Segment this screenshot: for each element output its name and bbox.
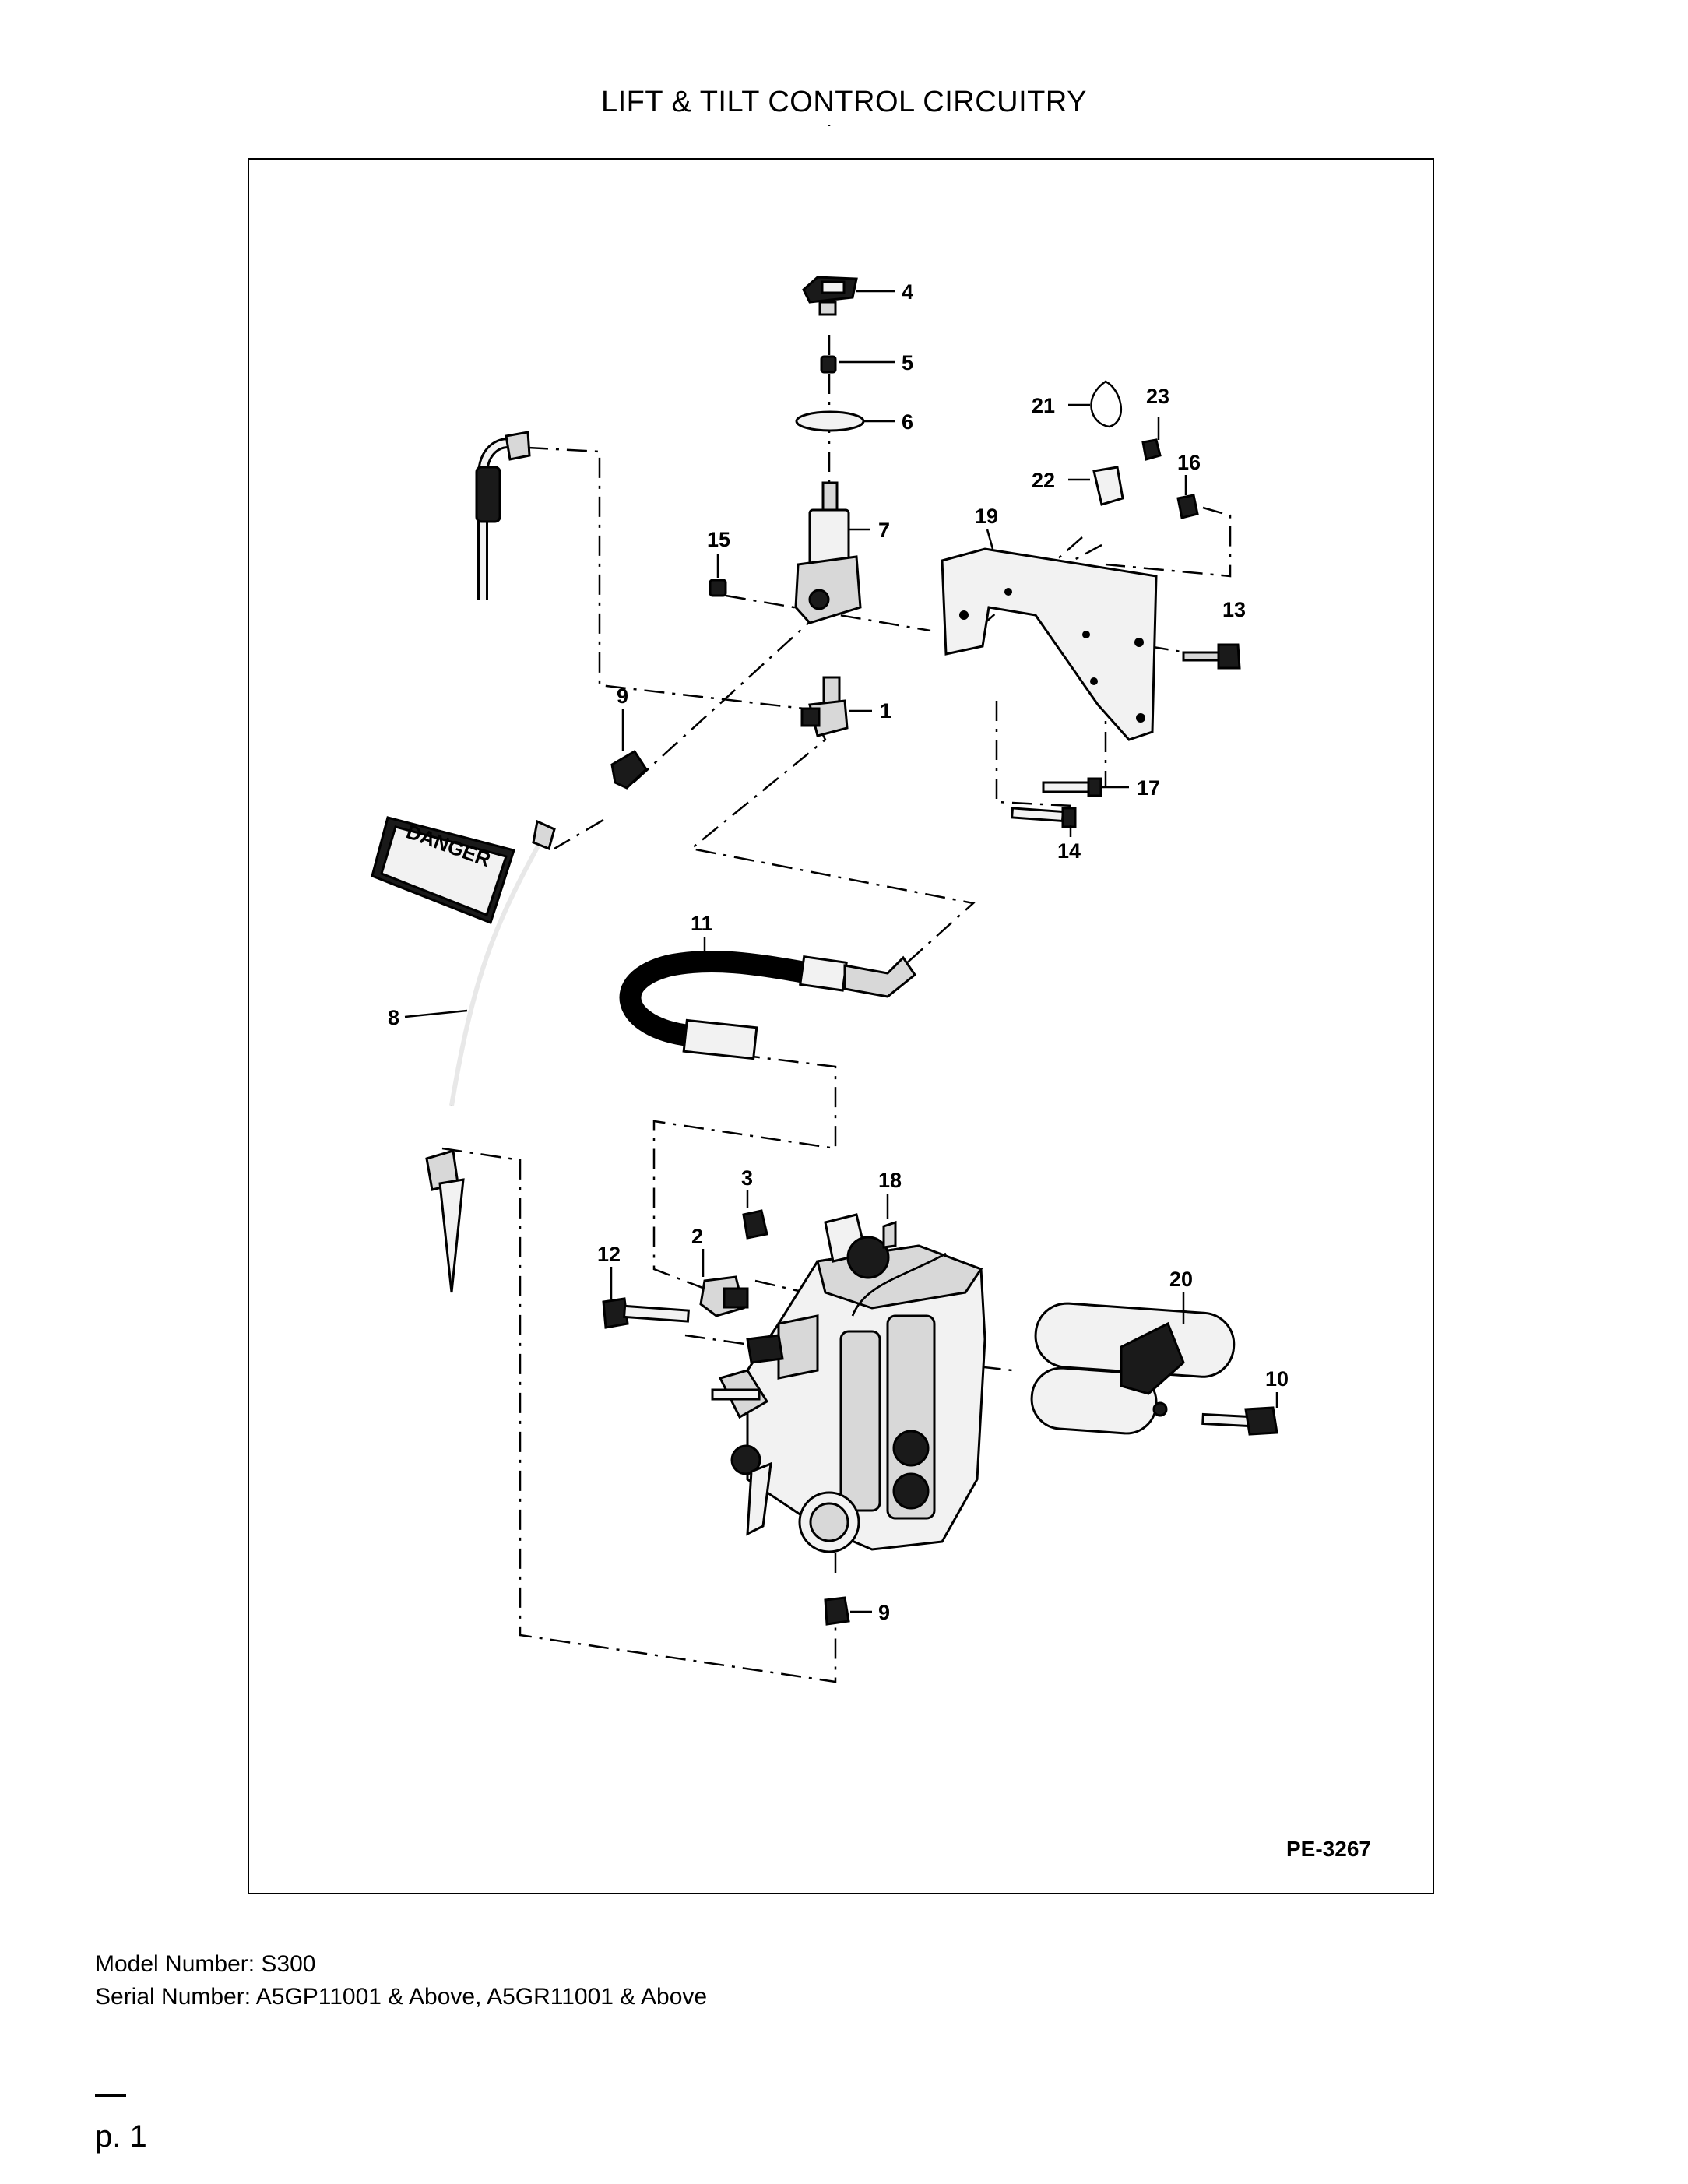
part-21-strap <box>1090 380 1123 428</box>
part-17-bolt <box>1042 777 1102 797</box>
page-rule <box>95 2094 126 2097</box>
model-number: Model Number: S300 <box>95 1951 316 1977</box>
callout-17: 17 <box>1137 776 1160 800</box>
callout-20: 20 <box>1169 1268 1193 1291</box>
figure-id: PE-3267 <box>1286 1837 1371 1861</box>
part-8-upper-tube <box>475 431 531 600</box>
callout-19: 19 <box>975 505 998 528</box>
page-number: p. 1 <box>95 2119 147 2154</box>
callout-12: 12 <box>597 1243 621 1266</box>
part-1-elbow <box>800 676 849 737</box>
part-23-nut <box>1141 438 1162 461</box>
part-5 <box>820 355 837 374</box>
callout-22: 22 <box>1032 469 1055 492</box>
part-18-control-valve <box>711 1213 986 1553</box>
part-22-clip <box>1092 466 1124 506</box>
page-title: LIFT & TILT CONTROL CIRCUITRY <box>600 86 1087 118</box>
part-10-bolt <box>1201 1406 1278 1436</box>
part-13-bolt <box>1182 643 1241 670</box>
part-19-bracket <box>941 547 1158 741</box>
callout-2: 2 <box>691 1225 703 1248</box>
callout-11: 11 <box>691 912 713 935</box>
callout-21: 21 <box>1032 394 1055 417</box>
part-8-tube: DANGER <box>371 816 556 1293</box>
callout-9-lower: 9 <box>878 1601 890 1624</box>
callout-16: 16 <box>1177 451 1201 474</box>
callout-1: 1 <box>880 699 891 723</box>
callout-7: 7 <box>878 519 890 542</box>
callout-14: 14 <box>1057 839 1081 863</box>
part-16-nut <box>1176 494 1199 519</box>
part-9-fitting-lower <box>824 1596 850 1626</box>
part-14-bolt <box>1011 807 1077 828</box>
part-9-fitting-upper <box>610 749 648 790</box>
part-2-elbow <box>699 1275 749 1317</box>
callout-18: 18 <box>878 1169 902 1192</box>
callout-3: 3 <box>741 1166 753 1190</box>
part-4-cap <box>802 276 858 316</box>
leader-lines <box>404 290 1278 1613</box>
part-12-bolt <box>602 1297 690 1329</box>
part-15-nut <box>709 579 727 597</box>
callout-9-upper: 9 <box>617 684 628 708</box>
part-7-valve <box>794 481 862 624</box>
callout-23: 23 <box>1146 385 1169 408</box>
part-11-hose <box>619 950 917 1060</box>
callout-10: 10 <box>1265 1367 1289 1391</box>
callout-13: 13 <box>1222 598 1246 621</box>
callout-5: 5 <box>902 351 913 375</box>
serial-number: Serial Number: A5GP11001 & Above, A5GR11… <box>95 1984 708 2010</box>
callout-6: 6 <box>902 410 913 434</box>
callout-15: 15 <box>707 528 730 551</box>
callout-labels: 1 2 3 4 5 6 7 8 9 9 10 11 12 13 14 15 16… <box>388 280 1289 1624</box>
part-6-washer <box>795 410 865 432</box>
part-3-cap <box>742 1209 768 1240</box>
callout-8: 8 <box>388 1006 399 1029</box>
diagram-frame <box>248 158 1434 1894</box>
callout-4: 4 <box>902 280 913 304</box>
